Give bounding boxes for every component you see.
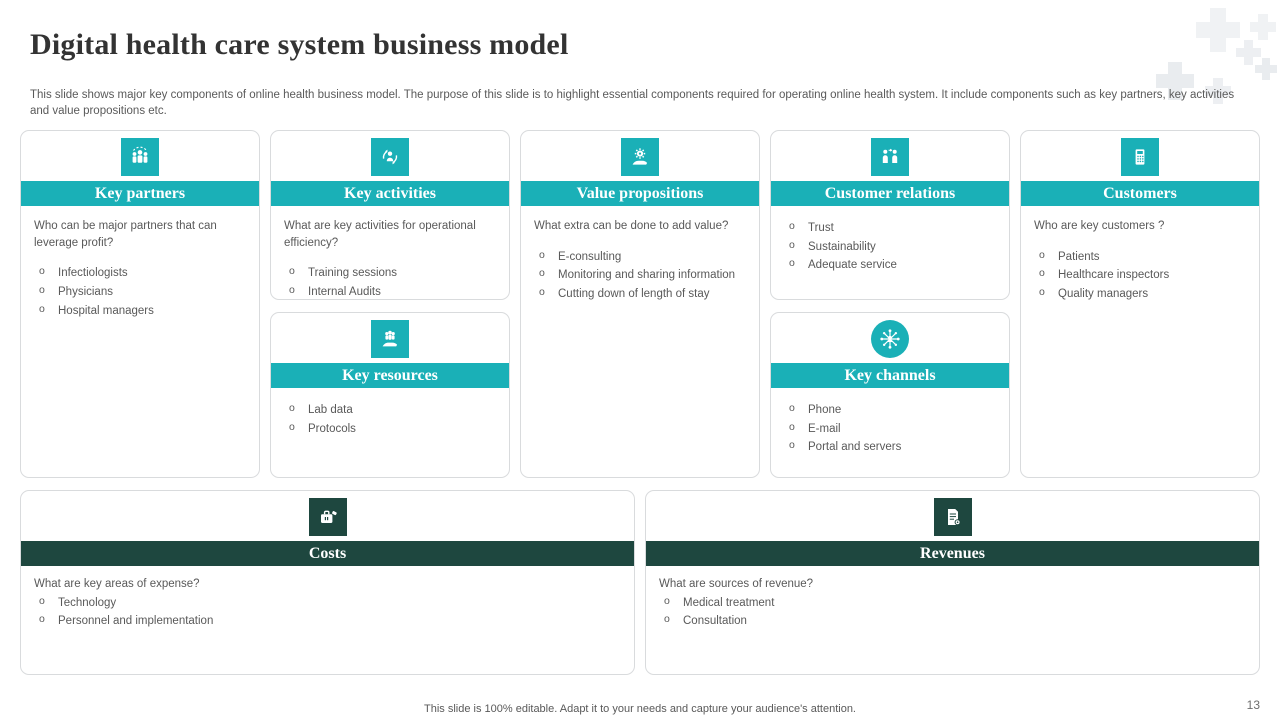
- card-value-propositions[interactable]: Value propositions What extra can be don…: [520, 130, 760, 478]
- card-title: Revenues: [920, 545, 985, 562]
- card-bullets: PhoneE-mailPortal and servers: [784, 401, 996, 456]
- slide-description: This slide shows major key components of…: [30, 89, 1235, 117]
- card-bullets: Training sessionsInternal Audits: [284, 264, 496, 299]
- card-bullets: TechnologyPersonnel and implementation: [34, 594, 621, 630]
- card-question: What extra can be done to add value?: [534, 220, 729, 232]
- card-question: What are sources of revenue?: [659, 578, 814, 590]
- card-header-customers: Customers: [1021, 181, 1259, 206]
- card-bullets: TrustSustainabilityAdequate service: [784, 219, 996, 274]
- bullet-item: Personnel and implementation: [34, 612, 621, 630]
- card-title: Customers: [1103, 185, 1177, 202]
- card-question: What are key activities for operational …: [284, 220, 476, 249]
- bullet-item: Quality managers: [1034, 285, 1246, 303]
- person-sync-arrows-icon: [371, 138, 409, 176]
- hand-holding-people-icon: [371, 320, 409, 358]
- bullet-item: Training sessions: [284, 264, 496, 282]
- card-title: Costs: [308, 545, 347, 562]
- medical-crosses-decoration: [1156, 8, 1277, 104]
- invoice-coin-icon: [933, 498, 972, 536]
- card-title: Key activities: [344, 185, 436, 202]
- card-header-customer-relations: Customer relations: [771, 181, 1009, 206]
- bullet-item: Trust: [784, 219, 996, 237]
- hand-holding-gear-icon: [621, 138, 659, 176]
- bullet-item: Hospital managers: [34, 302, 246, 320]
- card-key-partners[interactable]: Key partners Who can be major partners t…: [20, 130, 260, 478]
- bullet-item: Monitoring and sharing information: [534, 266, 746, 284]
- card-title: Key partners: [94, 185, 186, 202]
- briefcase-tag-icon: [308, 498, 347, 536]
- card-bullets: Medical treatmentConsultation: [659, 594, 1246, 630]
- card-bullets: Lab dataProtocols: [284, 401, 496, 438]
- page-title: Digital health care system business mode…: [30, 28, 569, 61]
- card-title: Value propositions: [576, 185, 704, 202]
- bullet-item: Patients: [1034, 248, 1246, 266]
- group-people-icon: [121, 138, 159, 176]
- bullet-item: Infectiologists: [34, 264, 246, 282]
- card-header-key-resources: Key resources: [271, 363, 509, 388]
- bullet-item: Healthcare inspectors: [1034, 266, 1246, 284]
- card-title: Key resources: [342, 367, 438, 384]
- card-header-key-activities: Key activities: [271, 181, 509, 206]
- card-bullets: InfectiologistsPhysiciansHospital manage…: [34, 264, 246, 320]
- bullet-item: Cutting down of length of stay: [534, 285, 746, 303]
- card-bullets: PatientsHealthcare inspectorsQuality man…: [1034, 248, 1246, 303]
- footer-note: This slide is 100% editable. Adapt it to…: [424, 703, 856, 715]
- two-people-exchange-icon: [871, 138, 909, 176]
- bullet-item: Protocols: [284, 420, 496, 438]
- card-title: Key channels: [844, 367, 936, 384]
- card-header-key-channels: Key channels: [771, 363, 1009, 388]
- bullet-item: Technology: [34, 594, 621, 612]
- bullet-item: Medical treatment: [659, 594, 1246, 612]
- bullet-item: E-consulting: [534, 248, 746, 266]
- card-question: What are key areas of expense?: [34, 578, 200, 590]
- bullet-item: Physicians: [34, 283, 246, 301]
- bullet-item: Adequate service: [784, 256, 996, 274]
- bullet-item: Lab data: [284, 401, 496, 419]
- network-hub-icon: [871, 320, 909, 358]
- card-bullets: E-consultingMonitoring and sharing infor…: [534, 248, 746, 303]
- card-question: Who can be major partners that can lever…: [34, 220, 217, 249]
- card-customers[interactable]: Customers Who are key customers ? Patien…: [1020, 130, 1260, 478]
- card-customer-relations[interactable]: Customer relations TrustSustainabilityAd…: [770, 130, 1010, 300]
- card-question: Who are key customers ?: [1034, 220, 1165, 232]
- card-header-key-partners: Key partners: [21, 181, 259, 206]
- page-number: 13: [1246, 698, 1260, 712]
- card-revenues[interactable]: Revenues What are sources of revenue? Me…: [645, 490, 1260, 675]
- card-title: Customer relations: [824, 185, 956, 202]
- bullet-item: E-mail: [784, 420, 996, 438]
- card-header-value-propositions: Value propositions: [521, 181, 759, 206]
- card-key-resources[interactable]: Key resources Lab dataProtocols: [270, 312, 510, 478]
- card-key-activities[interactable]: Key activities What are key activities f…: [270, 130, 510, 300]
- bullet-item: Sustainability: [784, 238, 996, 256]
- card-header-revenues: Revenues: [646, 541, 1259, 566]
- card-header-costs: Costs: [21, 541, 634, 566]
- card-key-channels[interactable]: Key channels PhoneE-mailPortal and serve…: [770, 312, 1010, 478]
- bullet-item: Consultation: [659, 612, 1246, 630]
- bullet-item: Phone: [784, 401, 996, 419]
- bullet-item: Portal and servers: [784, 438, 996, 456]
- calculator-icon: [1121, 138, 1159, 176]
- bullet-item: Internal Audits: [284, 283, 496, 299]
- card-costs[interactable]: Costs What are key areas of expense? Tec…: [20, 490, 635, 675]
